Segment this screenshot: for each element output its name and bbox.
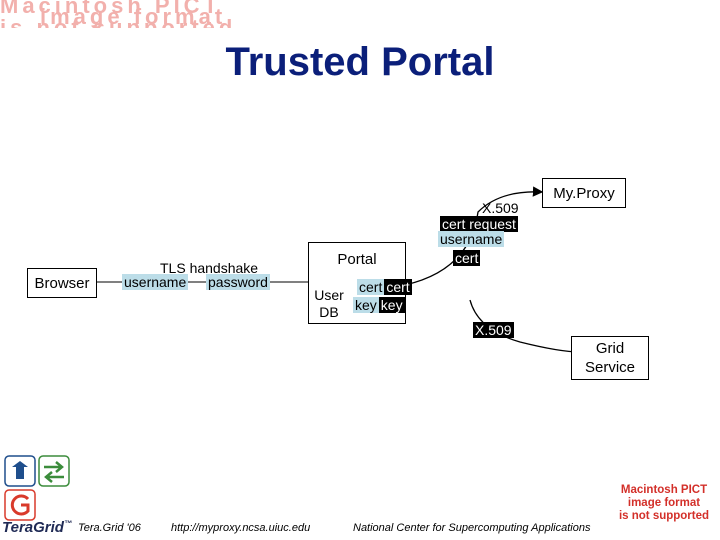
teragrid-brand: TeraGrid™ bbox=[2, 519, 72, 536]
portal-label: Portal bbox=[337, 251, 377, 268]
footer-event: Tera.Grid '06 bbox=[78, 522, 141, 534]
pict-banner-line3: is not supported bbox=[0, 15, 237, 29]
grid-x509-label: X.509 bbox=[473, 322, 514, 338]
tls-username-label: username bbox=[122, 274, 189, 290]
teragrid-tm: ™ bbox=[63, 519, 72, 528]
tls-password-label: password bbox=[206, 274, 270, 290]
user-db-line2: DB bbox=[319, 304, 339, 320]
grid-service-arrow bbox=[469, 299, 582, 358]
myproxy-label: My.Proxy bbox=[553, 184, 615, 202]
myproxy-box: My.Proxy bbox=[542, 178, 626, 208]
myproxy-x509-label: X.509 bbox=[482, 200, 519, 216]
user-db-label: User DB bbox=[310, 287, 348, 321]
myproxy-cert-label: cert bbox=[453, 250, 481, 266]
teragrid-brand-text: TeraGrid bbox=[2, 519, 64, 536]
portal-cert-1: cert bbox=[357, 279, 385, 295]
pict-placeholder-line2: image format bbox=[627, 497, 701, 509]
tls-handshake-label: TLS handshake bbox=[160, 260, 259, 276]
browser-label: Browser bbox=[34, 274, 90, 292]
grid-service-box: Grid Service bbox=[571, 336, 649, 380]
portal-key-2: key bbox=[378, 297, 405, 313]
grid-service-line2: Service bbox=[584, 359, 636, 376]
pict-placeholder-line1: Macintosh PICT bbox=[620, 484, 708, 496]
user-db-line1: User bbox=[314, 287, 344, 303]
footer-org: National Center for Supercomputing Appli… bbox=[353, 522, 591, 534]
portal-key-1: key bbox=[353, 297, 379, 313]
teragrid-logo bbox=[4, 455, 70, 521]
page-title: Trusted Portal bbox=[225, 40, 495, 84]
pict-placeholder-line3: is not supported bbox=[618, 510, 710, 522]
cert-request-label: cert request bbox=[440, 216, 518, 232]
footer-url[interactable]: http://myproxy.ncsa.uiuc.edu bbox=[171, 522, 311, 534]
pict-banner-top: Macintosh PICT image format is not suppo… bbox=[0, 0, 720, 28]
pict-placeholder: Macintosh PICT image format is not suppo… bbox=[608, 484, 720, 523]
portal-cert-2: cert bbox=[384, 279, 412, 295]
browser-box: Browser bbox=[27, 268, 97, 298]
grid-service-line1: Grid bbox=[595, 340, 625, 357]
myproxy-username-label: username bbox=[438, 231, 505, 247]
myproxy-arrow bbox=[404, 186, 544, 286]
